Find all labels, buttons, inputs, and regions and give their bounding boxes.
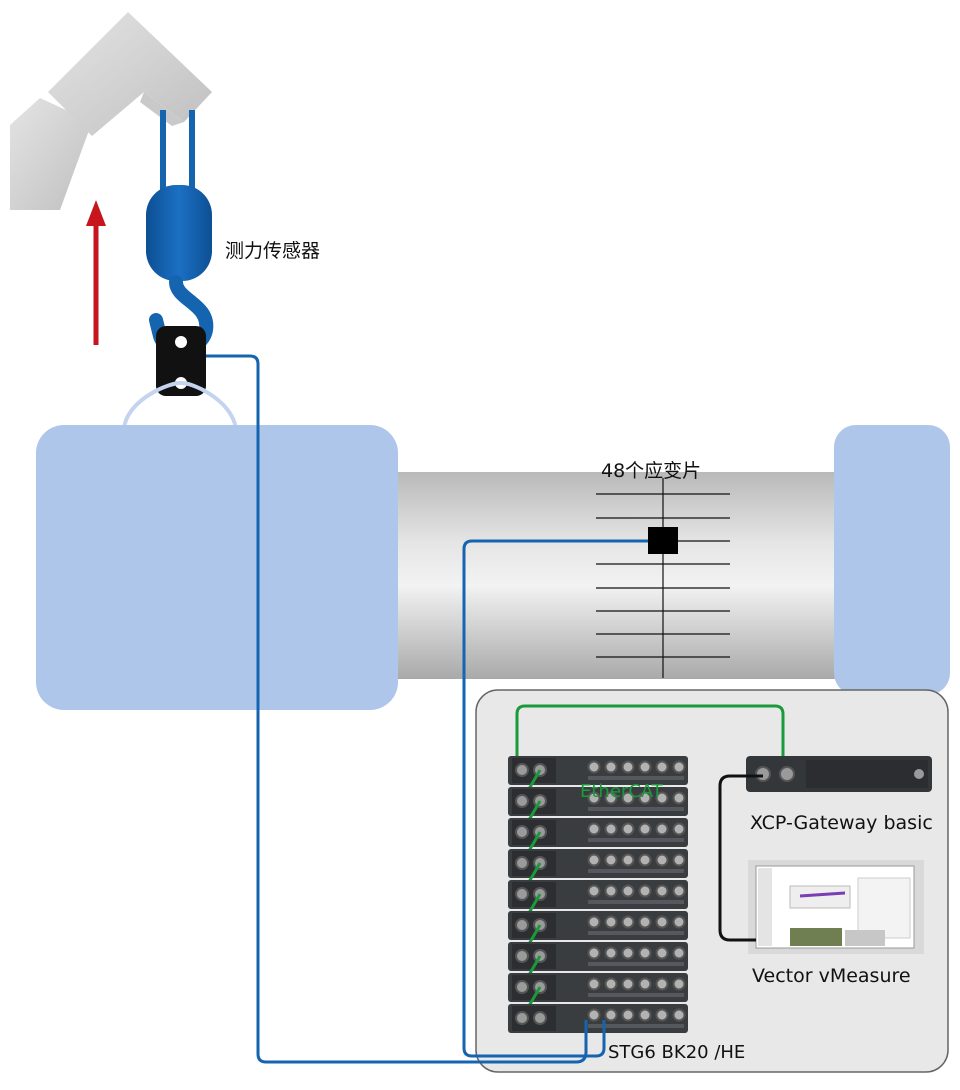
- stg6-label: STG6 BK20 /HE: [608, 1042, 746, 1063]
- stg6-module: [508, 756, 688, 785]
- strain-gauges-label: 48个应变片: [601, 460, 702, 482]
- shaft-cylinder: [398, 472, 838, 679]
- stg6-module: [508, 849, 688, 878]
- up-arrow-icon: [86, 200, 106, 345]
- left-block: [36, 425, 398, 710]
- stg6-module: [508, 880, 688, 909]
- xcp-gateway-label: XCP-Gateway basic: [750, 812, 933, 834]
- right-block: [834, 425, 950, 695]
- crane-arm-icon: [10, 12, 212, 210]
- strain-gauge-grid: [596, 478, 730, 678]
- stg6-module: [508, 818, 688, 847]
- sensor-cable: [206, 354, 588, 1064]
- pc-cable: [718, 774, 763, 942]
- stg6-module-stack: [508, 756, 688, 1033]
- stg6-module: [508, 787, 688, 816]
- strain-cable: [462, 539, 648, 1058]
- vmeasure-screen: [748, 860, 924, 954]
- sensor-straps: [160, 110, 195, 196]
- shackle: [156, 326, 206, 396]
- ethercat-label: EtherCAT: [580, 781, 663, 802]
- stg6-module: [508, 942, 688, 971]
- xcp-gateway-device: [746, 756, 932, 792]
- stg6-module: [508, 973, 688, 1002]
- strain-gauge-connector: [648, 527, 678, 554]
- force-sensor-label: 测力传感器: [225, 240, 321, 262]
- force-sensor: [146, 185, 212, 281]
- vmeasure-label: Vector vMeasure: [752, 965, 911, 987]
- stg6-module: [508, 911, 688, 940]
- ethercat-cable: [515, 704, 785, 770]
- sling: [122, 381, 238, 429]
- stg6-module: [508, 1004, 688, 1033]
